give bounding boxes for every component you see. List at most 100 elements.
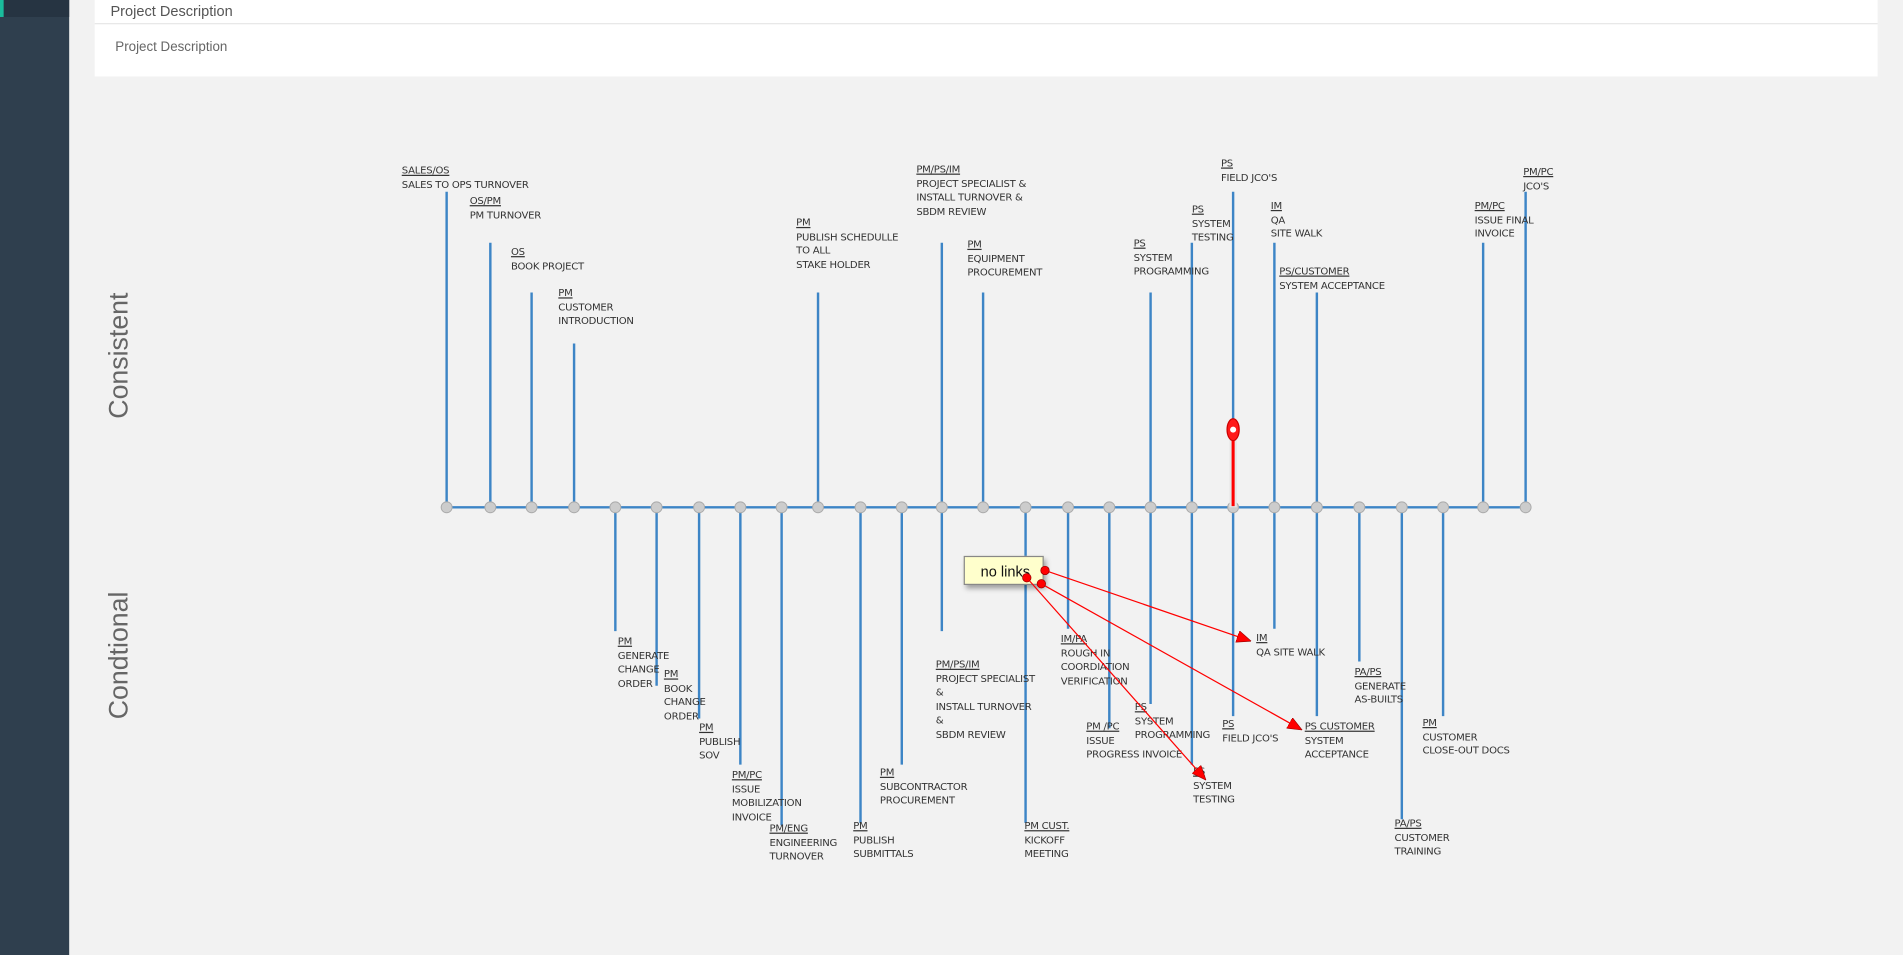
- timeline-node[interactable]: [1437, 501, 1450, 514]
- timeline-node[interactable]: [1144, 501, 1157, 514]
- event-role: PM /PC: [1086, 719, 1120, 732]
- event-text-line: INVOICE: [731, 810, 772, 823]
- timeline-node[interactable]: [693, 501, 706, 514]
- timeline-node[interactable]: [895, 501, 908, 514]
- event-role: PM/PS/IM: [916, 162, 961, 175]
- event-role: PM/ENG: [769, 821, 808, 834]
- event-text-line: &: [935, 685, 944, 698]
- timeline-node[interactable]: [440, 501, 453, 514]
- current-marker-pin-dot: [1230, 426, 1237, 433]
- link-handle[interactable]: [1036, 579, 1046, 589]
- link-handle[interactable]: [1040, 565, 1050, 576]
- timeline-node[interactable]: [734, 501, 747, 514]
- event-text-line: ORDER: [617, 676, 653, 689]
- event-text-line: FIELD JCO'S: [1222, 731, 1279, 744]
- event-text-line: ISSUE: [731, 782, 761, 795]
- timeline-node[interactable]: [1519, 501, 1532, 514]
- event-text-line: SYSTEM: [1304, 733, 1344, 746]
- event-text-line: INTRODUCTION: [558, 314, 634, 327]
- event-text-line: SYSTEM: [1134, 714, 1174, 727]
- sidebar-active-indicator: [0, 0, 4, 17]
- event-text-line: PUBLISH SCHEDULLE: [796, 229, 899, 243]
- timeline-node[interactable]: [935, 501, 948, 514]
- timeline-node[interactable]: [1103, 501, 1116, 514]
- event-text-line: TRAINING: [1394, 844, 1442, 857]
- timeline-node[interactable]: [484, 501, 497, 514]
- event-text-line: INVOICE: [1474, 226, 1515, 240]
- event-role: PM: [796, 216, 811, 229]
- timeline-node[interactable]: [568, 501, 581, 514]
- timeline-node[interactable]: [1353, 501, 1366, 514]
- timeline-node[interactable]: [1268, 501, 1281, 514]
- timeline-node[interactable]: [1019, 501, 1032, 514]
- timeline-node[interactable]: [854, 501, 867, 514]
- event-text-line: ISSUE: [1086, 733, 1115, 746]
- timeline-node[interactable]: [1062, 501, 1075, 514]
- event-role: PM: [853, 819, 868, 832]
- card-body: Project Description: [115, 40, 228, 55]
- timeline-node[interactable]: [650, 501, 663, 514]
- timeline-node[interactable]: [1185, 501, 1198, 514]
- event-text-line: SYSTEM ACCEPTANCE: [1279, 278, 1385, 291]
- event-text-line: CUSTOMER: [1422, 730, 1478, 743]
- event-role: PS: [1220, 156, 1233, 169]
- event-role: PM CUST.: [1024, 819, 1070, 832]
- timeline-node[interactable]: [1310, 501, 1323, 514]
- timeline-node[interactable]: [1477, 501, 1490, 514]
- event-text-line: ACCEPTANCE: [1304, 747, 1369, 760]
- event-role: PM/PC: [1523, 165, 1554, 178]
- event-text-line: SYSTEM: [1193, 778, 1232, 791]
- timeline-node[interactable]: [525, 501, 538, 514]
- event-text-line: PROCUREMENT: [967, 265, 1043, 278]
- event-text-line: SITE WALK: [1270, 226, 1323, 240]
- sidebar: [0, 0, 70, 955]
- timeline-node[interactable]: [812, 501, 824, 514]
- event-text-line: BOOK: [663, 681, 693, 694]
- link-handle[interactable]: [1022, 573, 1032, 583]
- timeline-node[interactable]: [1395, 501, 1408, 514]
- link-arrow: [1044, 569, 1250, 640]
- event-text-line: VERIFICATION: [1060, 674, 1128, 687]
- card-divider: [94, 23, 1878, 25]
- timeline-node[interactable]: [609, 501, 622, 514]
- timeline-node[interactable]: [977, 501, 990, 514]
- event-text-line: FIELD JCO'S: [1220, 170, 1278, 183]
- timeline-node[interactable]: [775, 501, 788, 514]
- sidebar-active-item[interactable]: [0, 0, 70, 17]
- event-text-line: MOBILIZATION: [731, 796, 802, 809]
